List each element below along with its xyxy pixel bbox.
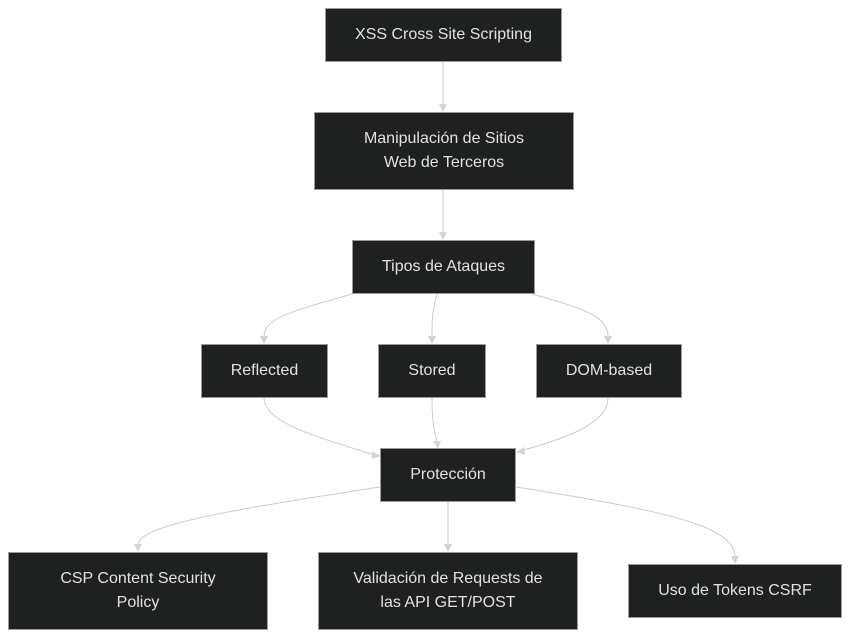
node-xss-label: XSS Cross Site Scripting bbox=[355, 26, 532, 43]
arrowhead-tipos bbox=[439, 232, 447, 240]
arrowhead-tokens bbox=[731, 556, 739, 564]
node-csp: CSP Content Security Policy bbox=[8, 552, 268, 630]
node-manipulacion: Manipulación de Sitios Web de Terceros bbox=[314, 112, 574, 190]
edge-tipos-to-dom bbox=[531, 293, 609, 338]
edge-dom-to-proteccion bbox=[519, 397, 609, 452]
node-dom-based-label: DOM-based bbox=[565, 362, 653, 379]
edge-tipos-to-reflected bbox=[263, 293, 353, 338]
node-validacion: Validación de Requests de las API GET/PO… bbox=[318, 552, 578, 630]
edge-reflected-to-proteccion bbox=[263, 397, 375, 456]
node-tokens-csrf: Uso de Tokens CSRF bbox=[628, 564, 842, 618]
node-reflected-label: Reflected bbox=[230, 362, 299, 379]
edge-proteccion-to-tokens bbox=[515, 486, 736, 558]
arrowhead-stored bbox=[428, 336, 436, 344]
node-tipos-ataques: Tipos de Ataques bbox=[352, 240, 535, 294]
edge-tipos-to-stored bbox=[431, 293, 438, 338]
node-stored: Stored bbox=[378, 344, 486, 398]
arrowhead-proteccion-mid bbox=[433, 441, 441, 449]
node-validacion-label: Validación de Requests de las API GET/PO… bbox=[353, 570, 543, 611]
edge-stored-to-proteccion bbox=[431, 397, 438, 443]
node-stored-label: Stored bbox=[408, 362, 456, 379]
arrowhead-validacion bbox=[444, 544, 452, 552]
node-tokens-csrf-label: Uso de Tokens CSRF bbox=[658, 582, 812, 599]
arrowhead-dom bbox=[604, 336, 612, 344]
arrowhead-manip bbox=[439, 104, 447, 112]
arrowhead-proteccion-left bbox=[372, 451, 381, 459]
node-dom-based: DOM-based bbox=[536, 344, 682, 398]
node-manipulacion-label: Manipulación de Sitios Web de Terceros bbox=[363, 130, 525, 171]
node-csp-label: CSP Content Security Policy bbox=[60, 570, 216, 611]
arrowhead-csp bbox=[134, 544, 142, 552]
node-tipos-ataques-label: Tipos de Ataques bbox=[381, 258, 506, 275]
arrowhead-proteccion-right bbox=[516, 447, 525, 455]
node-proteccion-label: Protección bbox=[410, 466, 486, 483]
edge-proteccion-to-csp bbox=[137, 486, 381, 546]
node-xss: XSS Cross Site Scripting bbox=[325, 8, 562, 62]
node-proteccion: Protección bbox=[380, 448, 516, 502]
arrowhead-reflected bbox=[260, 336, 268, 344]
node-reflected: Reflected bbox=[201, 344, 328, 398]
